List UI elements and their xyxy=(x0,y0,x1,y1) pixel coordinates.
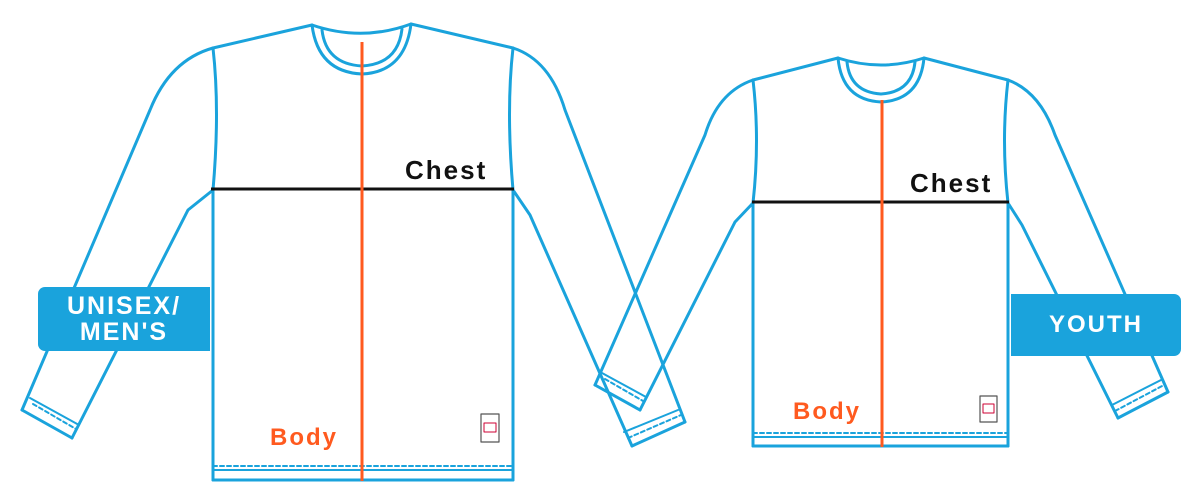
youth-body-label: Body xyxy=(793,398,861,425)
youth-badge: YOUTH xyxy=(1011,294,1181,356)
mens-shirt-outline xyxy=(20,22,687,482)
unisex-mens-badge: UNISEX/ MEN'S xyxy=(38,287,210,351)
mens-body-label: Body xyxy=(270,424,338,451)
youth-chest-label: Chest xyxy=(910,168,993,198)
youth-shirt-outline xyxy=(593,56,1170,448)
mens-chest-label: Chest xyxy=(405,155,488,185)
youth-label: YOUTH xyxy=(1049,311,1143,339)
mens-label: MEN'S xyxy=(79,318,169,346)
unisex-label: UNISEX/ xyxy=(66,291,182,320)
